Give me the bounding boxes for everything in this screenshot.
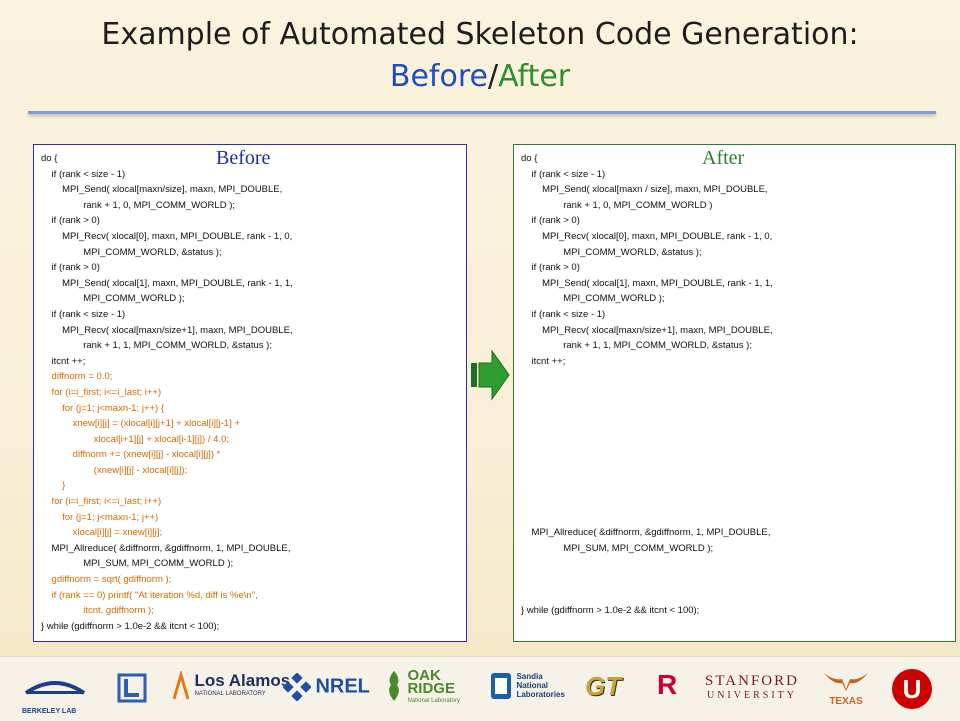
after-label: After — [702, 147, 745, 169]
after-code-line: MPI_Recv( xlocal[0], maxn, MPI_DOUBLE, r… — [521, 230, 773, 242]
after-code-block: do { if (rank < size - 1) MPI_Send( xloc… — [521, 151, 773, 619]
los-alamos-icon — [172, 669, 190, 700]
after-code-line: itcnt ++; — [521, 355, 566, 367]
los-alamos-logo: Los Alamos NATIONAL LABORATORY — [172, 669, 290, 701]
georgia-tech-logo: GT — [585, 671, 622, 701]
before-code-line: for (i=i_first; i<=i_last; i++) — [41, 386, 162, 398]
after-code-line: MPI_Send( xlocal[maxn / size], maxn, MPI… — [521, 184, 768, 196]
before-code-line: if (rank > 0) — [41, 215, 100, 227]
title-line-2: Before/After — [0, 56, 960, 98]
before-code-line: for (i=i_first; i<=i_last; i++) — [41, 496, 162, 508]
after-code-line: if (rank < size - 1) — [521, 168, 606, 180]
title-before-word: Before — [389, 59, 488, 94]
utah-logo: U — [892, 669, 932, 709]
before-code-line: xlocal[i][j] = xnew[i][j]; — [41, 527, 163, 539]
after-code-line: if (rank > 0) — [521, 215, 580, 227]
title-divider — [28, 111, 936, 114]
after-code-line: rank + 1, 1, MPI_COMM_WORLD, &status ); — [521, 340, 752, 352]
before-code-line: MPI_Recv( xlocal[maxn/size+1], maxn, MPI… — [41, 324, 293, 336]
before-code-line: itcnt, gdiffnorm ); — [41, 605, 154, 617]
after-code-line: if (rank < size - 1) — [521, 308, 606, 320]
before-code-line: MPI_Send( xlocal[1], maxn, MPI_DOUBLE, r… — [41, 277, 293, 289]
before-code-line: MPI_COMM_WORLD ); — [41, 293, 185, 305]
rutgers-logo: R — [657, 669, 678, 700]
oak-leaf-icon — [389, 671, 399, 701]
after-code-line: MPI_COMM_WORLD ); — [521, 293, 665, 305]
right-arrow-icon — [471, 349, 510, 401]
berkeley-lab-logo: BERKELEY LAB — [22, 671, 88, 715]
before-code-line: (xnew[i][j] - xlocal[i][j]); — [41, 464, 188, 476]
before-code-line: rank + 1, 0, MPI_COMM_WORLD ); — [41, 199, 235, 211]
before-code-line: } while (gdiffnorm > 1.0e-2 && itcnt < 1… — [41, 620, 220, 632]
longhorn-icon — [824, 673, 868, 691]
removed-code-gap — [521, 557, 773, 604]
after-code-line: MPI_Recv( xlocal[maxn/size+1], maxn, MPI… — [521, 324, 773, 336]
before-code-line: if (rank < size - 1) — [41, 308, 126, 320]
before-code-line: diffnorm += (xnew[i][j] - xlocal[i][j]) … — [41, 449, 221, 461]
before-code-line: do { — [41, 153, 58, 164]
after-code-line: rank + 1, 0, MPI_COMM_WORLD ) — [521, 199, 713, 211]
lehigh-logo — [117, 673, 147, 703]
after-code-line: MPI_SUM, MPI_COMM_WORLD ); — [521, 542, 714, 554]
before-code-line: MPI_Allreduce( &diffnorm, &gdiffnorm, 1,… — [41, 542, 291, 554]
texas-logo: TEXAS — [822, 669, 870, 707]
sandia-icon — [491, 673, 511, 699]
before-code-line: gdiffnorm = sqrt( gdiffnorm ); — [41, 574, 172, 586]
title-line-1: Example of Automated Skeleton Code Gener… — [101, 17, 859, 52]
before-code-line: if (rank == 0) printf( "At iteration %d,… — [41, 589, 258, 601]
after-code-line: MPI_Send( xlocal[1], maxn, MPI_DOUBLE, r… — [521, 277, 773, 289]
before-code-line: rank + 1, 1, MPI_COMM_WORLD, &status ); — [41, 340, 272, 352]
before-code-line: itcnt ++; — [41, 355, 86, 367]
sandia-logo: Sandia National Laboratories — [490, 672, 565, 700]
removed-code-gap — [521, 369, 773, 525]
before-code-line: xlocal[i+1][j] + xlocal[i-1][j]) / 4.0; — [41, 433, 229, 445]
before-code-line: MPI_COMM_WORLD, &status ); — [41, 246, 222, 258]
before-code-line: if (rank < size - 1) — [41, 168, 126, 180]
after-code-line: if (rank > 0) — [521, 262, 580, 274]
nrel-icon — [282, 672, 312, 702]
before-code-line: xnew[i][j] = (xlocal[i][j+1] + xlocal[i]… — [41, 418, 241, 430]
oak-ridge-logo: OAK RIDGE National Laboratory — [385, 668, 460, 708]
before-label: Before — [216, 147, 271, 169]
nrel-logo: NREL — [282, 672, 370, 702]
before-code-line: MPI_Recv( xlocal[0], maxn, MPI_DOUBLE, r… — [41, 230, 293, 242]
after-code-line: } while (gdiffnorm > 1.0e-2 && itcnt < 1… — [521, 605, 700, 617]
before-code-panel: Before do { if (rank < size - 1) MPI_Sen… — [33, 144, 467, 642]
before-code-block: do { if (rank < size - 1) MPI_Send( xloc… — [41, 151, 293, 634]
before-code-line: } — [41, 480, 66, 492]
logo-footer: BERKELEY LAB Los Alamos NATIONAL LABORAT… — [0, 656, 960, 721]
after-code-panel: After do { if (rank < size - 1) MPI_Send… — [513, 144, 956, 642]
before-code-line: if (rank > 0) — [41, 262, 100, 274]
before-code-line: diffnorm = 0.0; — [41, 371, 113, 383]
after-code-line: MPI_COMM_WORLD, &status ); — [521, 246, 702, 258]
title-slash: / — [487, 59, 499, 94]
before-code-line: MPI_Send( xlocal[maxn/size], maxn, MPI_D… — [41, 184, 283, 196]
before-code-line: MPI_SUM, MPI_COMM_WORLD ); — [41, 558, 234, 570]
before-code-line: for (j=1; j<maxn-1; j++) — [41, 511, 159, 523]
title-after-word: After — [498, 59, 571, 94]
before-code-line: for (j=1; j<maxn-1; j++) { — [41, 402, 165, 414]
berkeley-lab-icon — [24, 681, 86, 695]
after-code-line: MPI_Allreduce( &diffnorm, &gdiffnorm, 1,… — [521, 527, 771, 539]
slide-title: Example of Automated Skeleton Code Gener… — [0, 14, 960, 98]
stanford-logo: STANFORD UNIVERSITY — [705, 673, 799, 701]
after-code-line: do { — [521, 153, 538, 164]
